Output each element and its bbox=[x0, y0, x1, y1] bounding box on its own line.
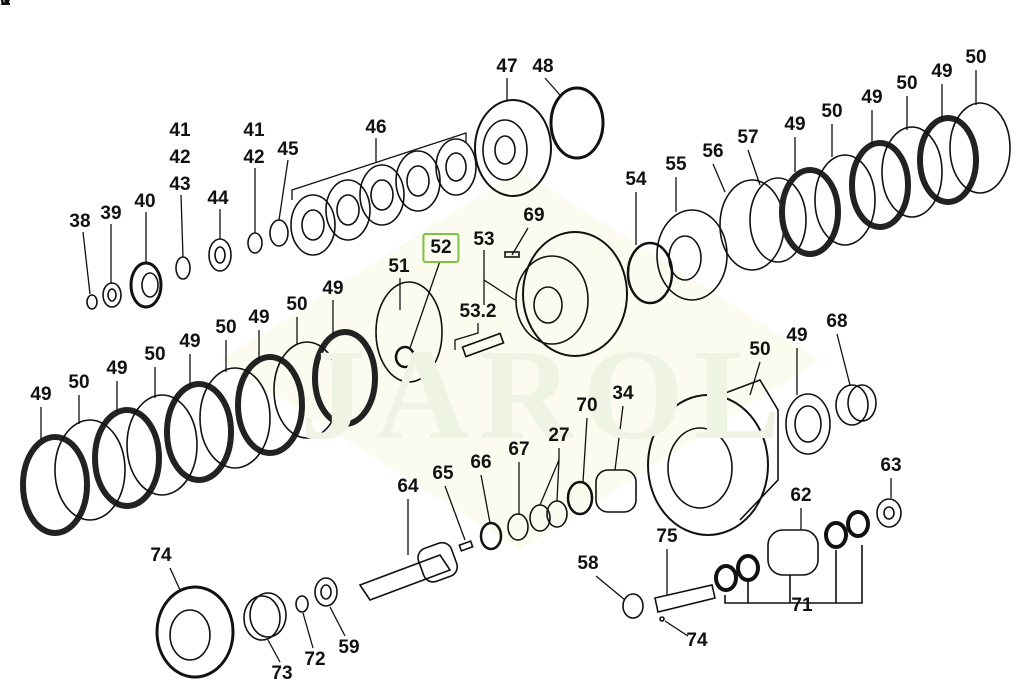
part-label: 66 bbox=[470, 452, 492, 473]
part-label: 45 bbox=[277, 139, 299, 160]
part-label: 40 bbox=[134, 191, 156, 212]
part-label: 54 bbox=[625, 169, 647, 190]
part-label: 49 bbox=[861, 87, 883, 108]
part-label: 48 bbox=[532, 56, 554, 77]
part-label: 51 bbox=[388, 256, 410, 277]
part-label: 65 bbox=[432, 463, 454, 484]
part-label: 71 bbox=[791, 595, 813, 616]
part-label: 49 bbox=[106, 358, 128, 379]
part-label-highlighted[interactable]: 52 bbox=[422, 233, 460, 263]
part-label: 50 bbox=[215, 317, 237, 338]
part-label: 49 bbox=[248, 307, 270, 328]
part-label: 49 bbox=[179, 331, 201, 352]
part-label: 58 bbox=[577, 553, 599, 574]
part-label: 70 bbox=[576, 395, 598, 416]
part-label: 57 bbox=[737, 127, 759, 148]
part-label: 68 bbox=[826, 311, 848, 332]
part-label: 73 bbox=[271, 663, 293, 684]
part-label: 42 bbox=[169, 147, 191, 168]
part-label: 50 bbox=[144, 344, 166, 365]
part-label: 55 bbox=[665, 154, 687, 175]
part-label: 67 bbox=[508, 439, 530, 460]
part-label: 56 bbox=[702, 141, 724, 162]
part-label: 42 bbox=[243, 147, 265, 168]
part-label: 49 bbox=[322, 278, 344, 299]
part-label: 49 bbox=[30, 384, 52, 405]
part-label: 49 bbox=[786, 325, 808, 346]
part-label: 60 bbox=[0, 0, 11, 11]
part-label: 43 bbox=[169, 174, 191, 195]
part-label: 53.2 bbox=[459, 301, 497, 322]
part-label: 41 bbox=[169, 120, 191, 141]
part-label: 46 bbox=[365, 117, 387, 138]
part-label: 49 bbox=[931, 61, 953, 82]
part-label: 50 bbox=[896, 73, 918, 94]
part-label: 53 bbox=[473, 229, 495, 250]
part-label: 74 bbox=[150, 545, 172, 566]
part-label: 59 bbox=[338, 637, 360, 658]
part-label: 49 bbox=[784, 114, 806, 135]
part-label: 44 bbox=[207, 188, 229, 209]
part-label: 27 bbox=[548, 425, 570, 446]
part-label: 50 bbox=[965, 47, 987, 68]
part-label: 64 bbox=[397, 476, 419, 497]
part-label: 50 bbox=[821, 101, 843, 122]
part-label: 38 bbox=[69, 211, 91, 232]
part-label: 61 bbox=[0, 0, 11, 11]
part-label: 72 bbox=[304, 649, 326, 670]
part-label: 34 bbox=[612, 383, 634, 404]
part-label: 50 bbox=[68, 372, 90, 393]
part-label: 39 bbox=[100, 203, 122, 224]
part-label: 63 bbox=[880, 455, 902, 476]
part-label: 74 bbox=[686, 630, 708, 651]
part-label: 50 bbox=[749, 339, 771, 360]
part-label: 62 bbox=[790, 485, 812, 506]
part-label: 41 bbox=[243, 120, 265, 141]
watermark: JAROL bbox=[300, 323, 791, 467]
part-label: 50 bbox=[286, 294, 308, 315]
part-label: 69 bbox=[523, 205, 545, 226]
part-label: 75 bbox=[656, 526, 678, 547]
part-label: 47 bbox=[496, 56, 518, 77]
